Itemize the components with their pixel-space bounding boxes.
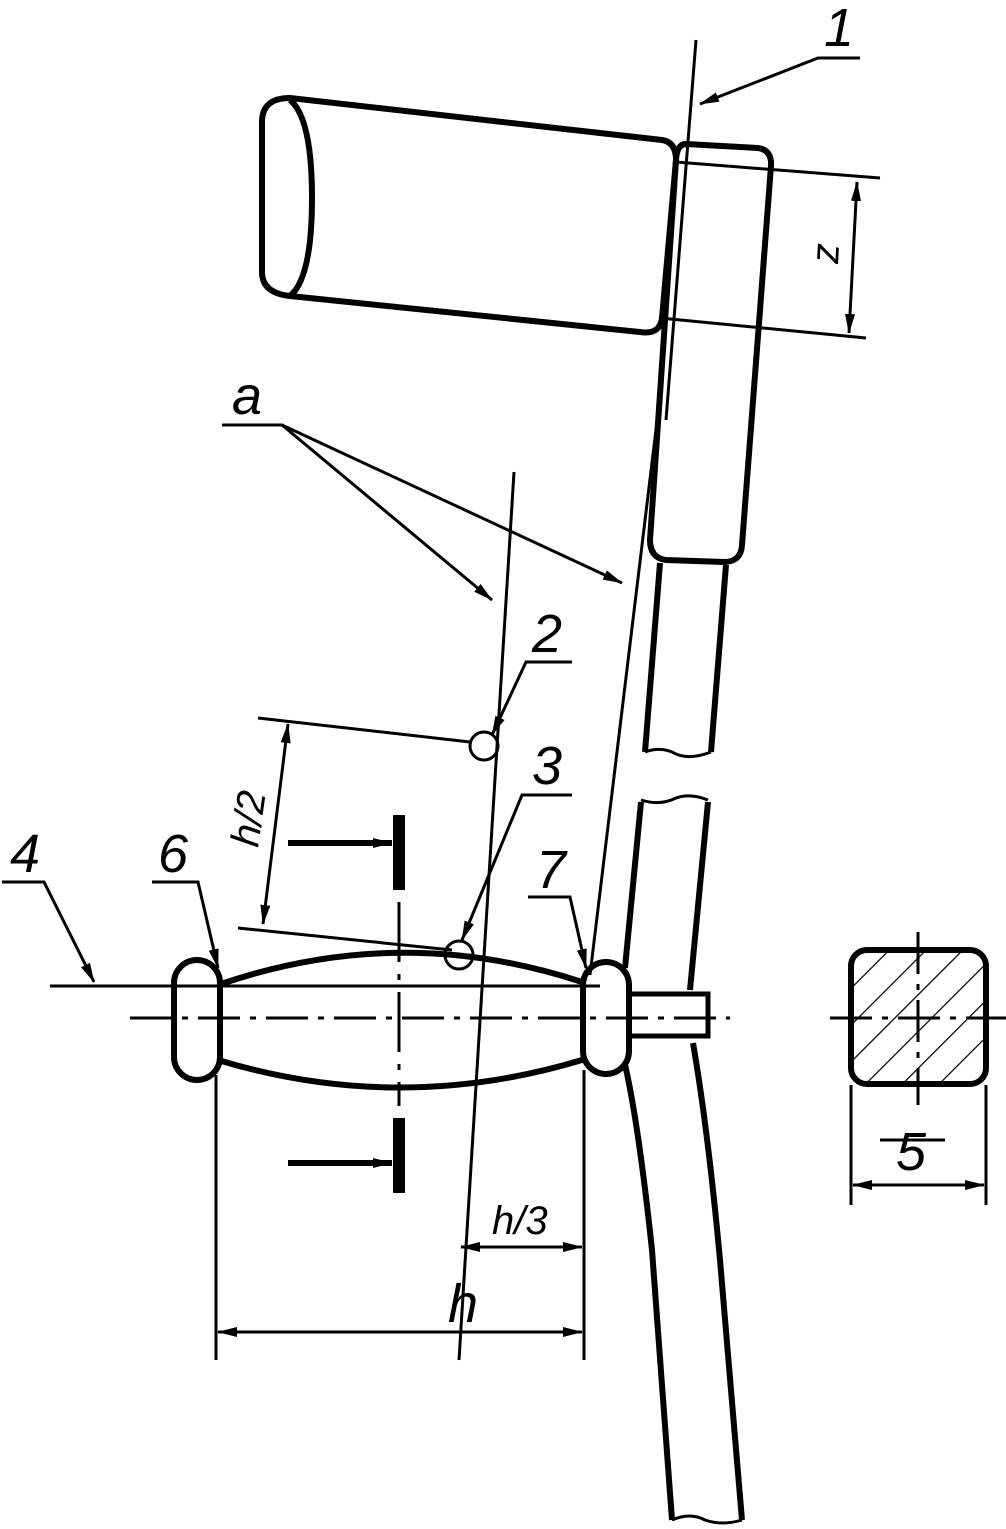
- label-4: 4: [10, 824, 40, 884]
- reference-point-2: [468, 730, 500, 762]
- forearm-cuff: [259, 95, 679, 336]
- label-5: 5: [896, 1122, 927, 1182]
- label-a: a: [232, 366, 262, 426]
- upper-tube: [647, 141, 775, 565]
- dimension-label-h-third: h/3: [492, 1199, 548, 1243]
- reference-points: [443, 730, 500, 971]
- cross-section-view: [830, 932, 1006, 1105]
- dimension-label-h: h: [448, 1274, 478, 1334]
- dimension-arrows: [217, 181, 985, 1337]
- section-cut-marks: [288, 815, 405, 1193]
- collar-6: [171, 957, 223, 1083]
- label-2: 2: [531, 604, 562, 664]
- dimension-label-h-half: h/2: [223, 788, 274, 849]
- z-dimension-arrow: [845, 181, 861, 334]
- labels: 1 a 2 3 4 6 7 5 z h/2 h/3 h: [10, 0, 927, 1334]
- leader-lines: [2, 56, 945, 1142]
- dimension-label-z: z: [803, 242, 848, 265]
- mid-tube-upper: [642, 562, 729, 759]
- label-1: 1: [824, 0, 854, 58]
- label-6: 6: [158, 824, 189, 884]
- label-7: 7: [536, 840, 568, 900]
- handle-bolt: [625, 991, 711, 1039]
- h-half-dimension-arrow: [260, 723, 291, 925]
- reference-point-3: [443, 939, 475, 971]
- lower-tube: [617, 794, 745, 1525]
- label-3: 3: [532, 736, 562, 796]
- reference-lines: [50, 39, 988, 1361]
